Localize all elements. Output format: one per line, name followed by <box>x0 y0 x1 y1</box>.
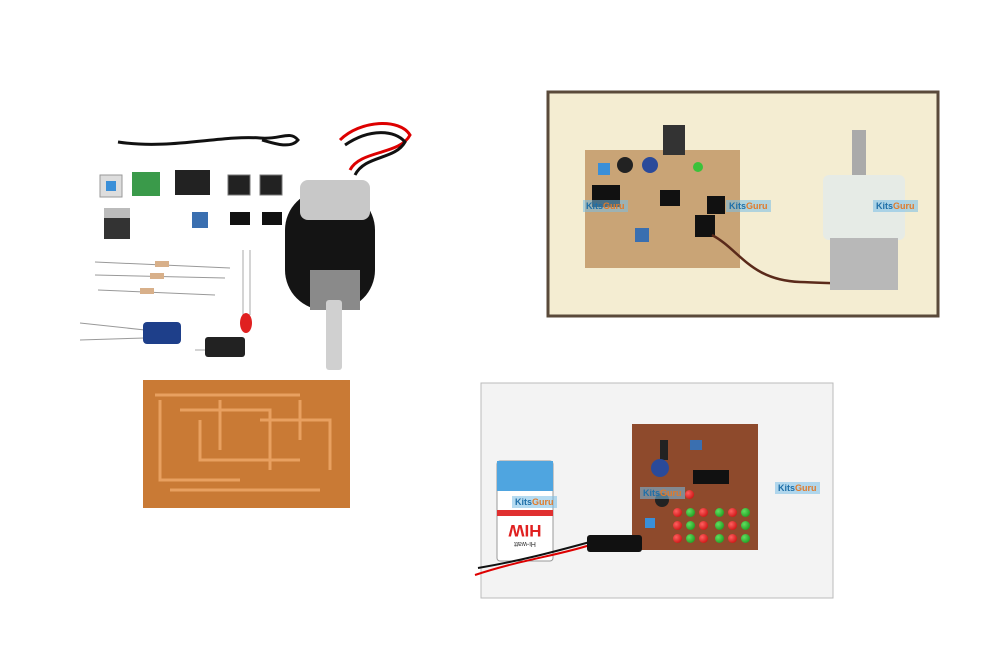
dc-jack <box>175 170 210 195</box>
motor-shaft <box>326 300 342 370</box>
watermark: KitsGuru <box>512 496 557 508</box>
bridge-rectifier <box>205 337 245 357</box>
ic-socket-1 <box>227 174 251 196</box>
watermark: KitsGuru <box>640 487 685 499</box>
battery-label: Hi-watt HIW <box>503 520 547 547</box>
motor-wire-red <box>338 122 412 171</box>
watermark: KitsGuru <box>775 482 820 494</box>
ic-chip-2 <box>262 212 282 225</box>
battery-model: Hi-watt <box>514 540 536 547</box>
watermark: KitsGuru <box>726 200 771 212</box>
voltage-regulator <box>104 215 130 239</box>
ic-socket-2 <box>259 174 283 196</box>
capacitor <box>143 322 181 344</box>
motor-wire-black <box>344 131 407 176</box>
watermark: KitsGuru <box>583 200 628 212</box>
wire-twisted <box>117 134 300 147</box>
red-led <box>240 313 252 333</box>
motor-shaft-2 <box>852 130 866 180</box>
screw-terminal <box>132 172 160 196</box>
bare-pcb <box>143 380 350 508</box>
led <box>685 490 694 499</box>
watermark: KitsGuru <box>873 200 918 212</box>
resistor-3 <box>97 289 216 296</box>
battery-brand: HIW <box>508 521 542 540</box>
dc-plug <box>587 535 642 552</box>
preset-pot <box>192 212 208 228</box>
ic-chip-1 <box>230 212 250 225</box>
